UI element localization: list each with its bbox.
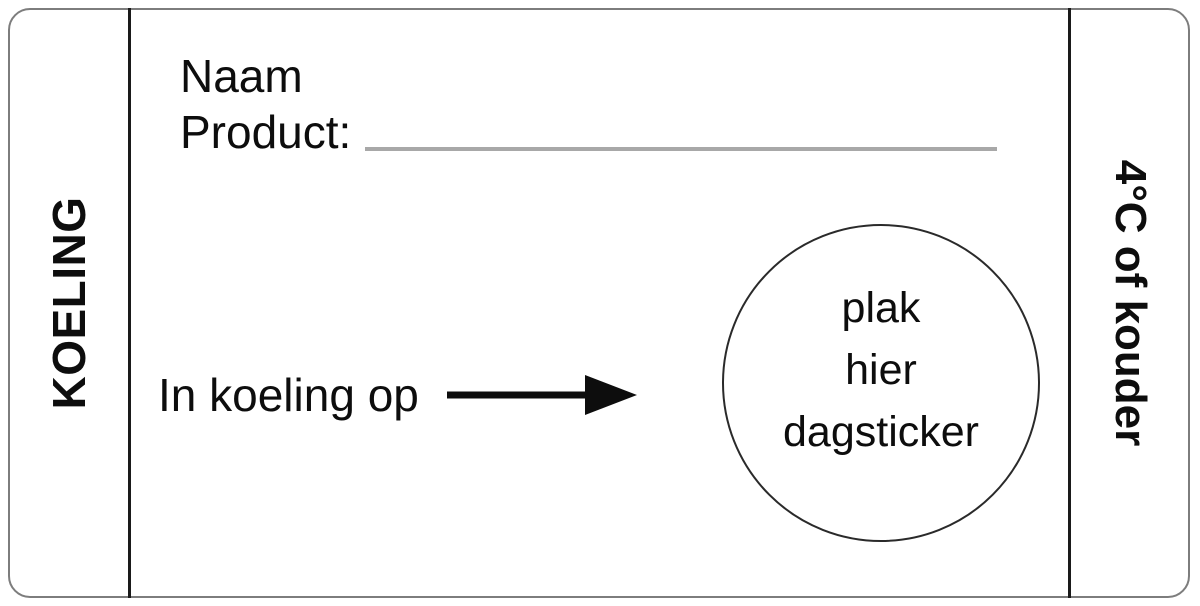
right-vertical-panel: 4°C of kouder	[1071, 10, 1188, 596]
sticker-line-3: dagsticker	[783, 408, 979, 456]
product-write-line[interactable]	[365, 147, 998, 151]
divider-right	[1068, 8, 1071, 598]
product-label-line2-row: Product:	[180, 104, 1040, 160]
sticker-line-2: hier	[845, 346, 917, 394]
storage-instruction-text: In koeling op	[158, 369, 419, 421]
left-vertical-panel: KOELING	[10, 10, 128, 596]
sticker-line-1: plak	[841, 284, 921, 332]
temperature-vertical-label: 4°C of kouder	[1105, 159, 1155, 447]
daysticker-placement-circle[interactable]: plak hier dagsticker	[722, 224, 1040, 542]
product-label-line2: Product:	[180, 106, 352, 158]
divider-left	[128, 8, 131, 598]
product-name-field: Naam Product:	[180, 48, 1040, 160]
product-label-line1: Naam	[180, 50, 303, 102]
storage-instruction-row: In koeling op	[158, 365, 637, 425]
main-content-panel: Naam Product: In koeling op plak hier da…	[131, 10, 1068, 596]
arrow-right-icon	[446, 373, 637, 417]
koeling-vertical-title: KOELING	[43, 196, 95, 410]
